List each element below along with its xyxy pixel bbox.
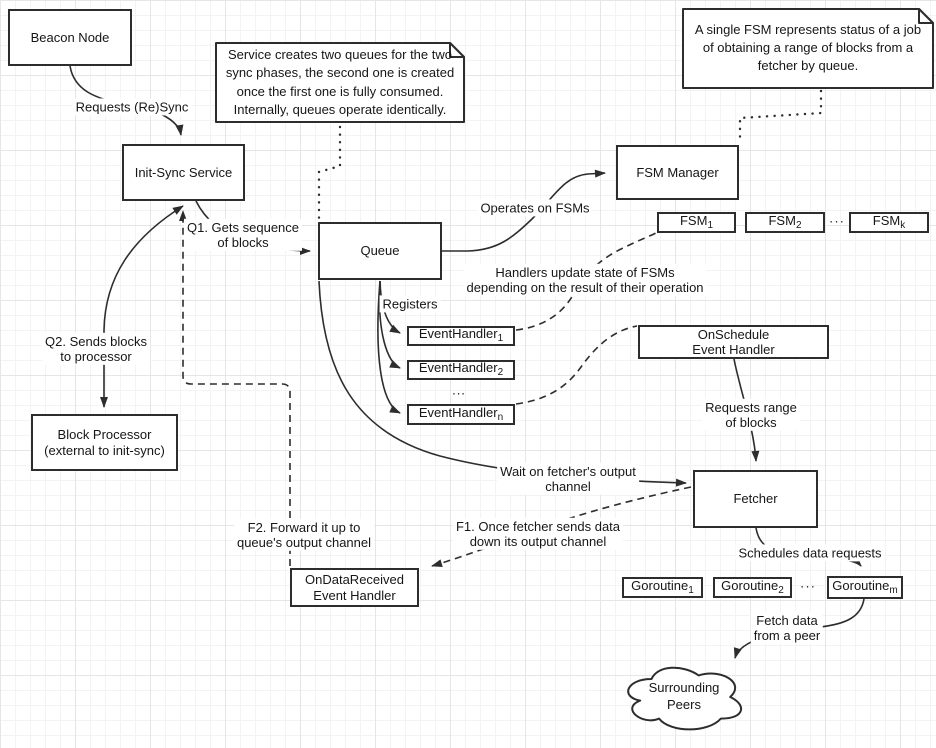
label-requests-range: Requests range of blocks [702, 398, 800, 432]
goroutine-m-label: Goroutinem [832, 577, 898, 596]
queues-note-fold-icon [449, 42, 465, 58]
edge-q2-sends-blocks [100, 205, 184, 408]
label-f1: F1. Once fetcher sends data down its out… [452, 517, 624, 551]
queue-label: Queue [360, 243, 400, 259]
onschedule-line: Event Handler [692, 342, 775, 357]
ondatareceived-line: OnDataReceived [305, 571, 404, 587]
fetcher-label: Fetcher [733, 491, 778, 507]
block-processor-line: (external to init-sync) [44, 442, 165, 458]
node-goroutine-m: Goroutinem [827, 576, 903, 599]
node-event-handler-n: EventHandlern [407, 404, 515, 425]
ondatareceived-line: Event Handler [313, 587, 396, 603]
node-event-handler-1: EventHandler1 [407, 326, 515, 346]
node-queue: Queue [318, 222, 442, 280]
event-handler-n-label: EventHandlern [418, 404, 504, 423]
node-beacon-node: Beacon Node [8, 9, 132, 66]
fsm-k-label: FSMk [872, 212, 906, 231]
node-event-handler-2: EventHandler2 [407, 360, 515, 380]
edge-register-n [377, 280, 401, 414]
fsm-row-ellipsis: ··· [829, 213, 845, 229]
label-handlers-update: Handlers update state of FSMs depending … [463, 263, 707, 297]
note-fsm: A single FSM represents status of a job … [687, 12, 929, 84]
note-line: sync phases, the second one is created [225, 65, 455, 81]
note-line: fetcher by queue. [757, 58, 859, 74]
label-schedules: Schedules data requests [735, 544, 885, 562]
label-f2: F2. Forward it up to queue's output chan… [233, 518, 375, 552]
queues-note-shape [215, 42, 465, 123]
init-sync-service-label: Init-Sync Service [134, 164, 233, 180]
onschedule-line: OnSchedule [697, 326, 770, 342]
node-goroutine-2: Goroutine2 [713, 577, 792, 598]
label-q1: Q1. Gets sequence of blocks [183, 218, 303, 252]
block-processor-line: Block Processor [57, 426, 152, 442]
label-registers: Registers [379, 295, 441, 313]
label-q2: Q2. Sends blocks to processor [42, 332, 150, 366]
note-line: Service creates two queues for the two [227, 47, 452, 63]
cloud-shape [627, 666, 742, 731]
edge-handlern-to-onschedule [515, 325, 638, 405]
event-handler-1-label: EventHandler1 [418, 326, 504, 345]
node-fsm-k: FSMk [849, 212, 929, 233]
node-ondatareceived-handler: OnDataReceived Event Handler [290, 568, 419, 607]
note-line: of obtaining a range of blocks from a [702, 39, 914, 55]
node-onschedule-handler: OnSchedule Event Handler [638, 325, 829, 359]
label-requests-resync: Requests (Re)Sync [72, 98, 192, 116]
note-line: Internally, queues operate identically. [233, 101, 447, 117]
event-handlers-ellipsis: ... [452, 382, 466, 398]
note-queues: Service creates two queues for the two s… [220, 46, 460, 119]
note-line: A single FSM represents status of a job [694, 21, 922, 37]
edge-wait-on-fetcher [318, 280, 687, 487]
node-init-sync-service: Init-Sync Service [122, 144, 245, 201]
fsm-note-fold-icon [918, 8, 934, 24]
node-fsm-1: FSM1 [657, 212, 736, 233]
fsm-1-label: FSM1 [679, 212, 713, 231]
node-fsm-manager: FSM Manager [616, 145, 739, 200]
node-fetcher: Fetcher [693, 470, 818, 528]
goroutine-2-label: Goroutine2 [721, 577, 784, 596]
fsm-2-label: FSM2 [768, 212, 802, 231]
goroutines-ellipsis: ··· [800, 578, 816, 594]
fsm-note-shape [682, 8, 934, 89]
goroutine-1-label: Goroutine1 [631, 577, 694, 596]
fsm-manager-label: FSM Manager [636, 164, 719, 180]
edge-f1-fetcher-sends [431, 486, 692, 568]
connector-fsm-note [738, 89, 823, 144]
edge-operates-on-fsms [442, 169, 606, 252]
edge-register-1 [379, 280, 401, 334]
note-line: once the first one is fully consumed. [236, 83, 444, 99]
label-wait-on-fetcher: Wait on fetcher's output channel [497, 462, 639, 496]
node-goroutine-1: Goroutine1 [622, 577, 703, 598]
label-fetch-data: Fetch data from a peer [750, 611, 824, 645]
event-handler-2-label: EventHandler2 [418, 360, 504, 379]
node-block-processor: Block Processor (external to init-sync) [31, 414, 178, 471]
beacon-node-label: Beacon Node [30, 29, 110, 45]
connector-queues-note [317, 125, 342, 220]
surrounding-peers-label: Surrounding Peers [648, 680, 720, 712]
label-operates-on-fsms: Operates on FSMs [477, 199, 593, 217]
node-fsm-2: FSM2 [745, 212, 825, 233]
edge-f2-forward-up [179, 210, 291, 566]
